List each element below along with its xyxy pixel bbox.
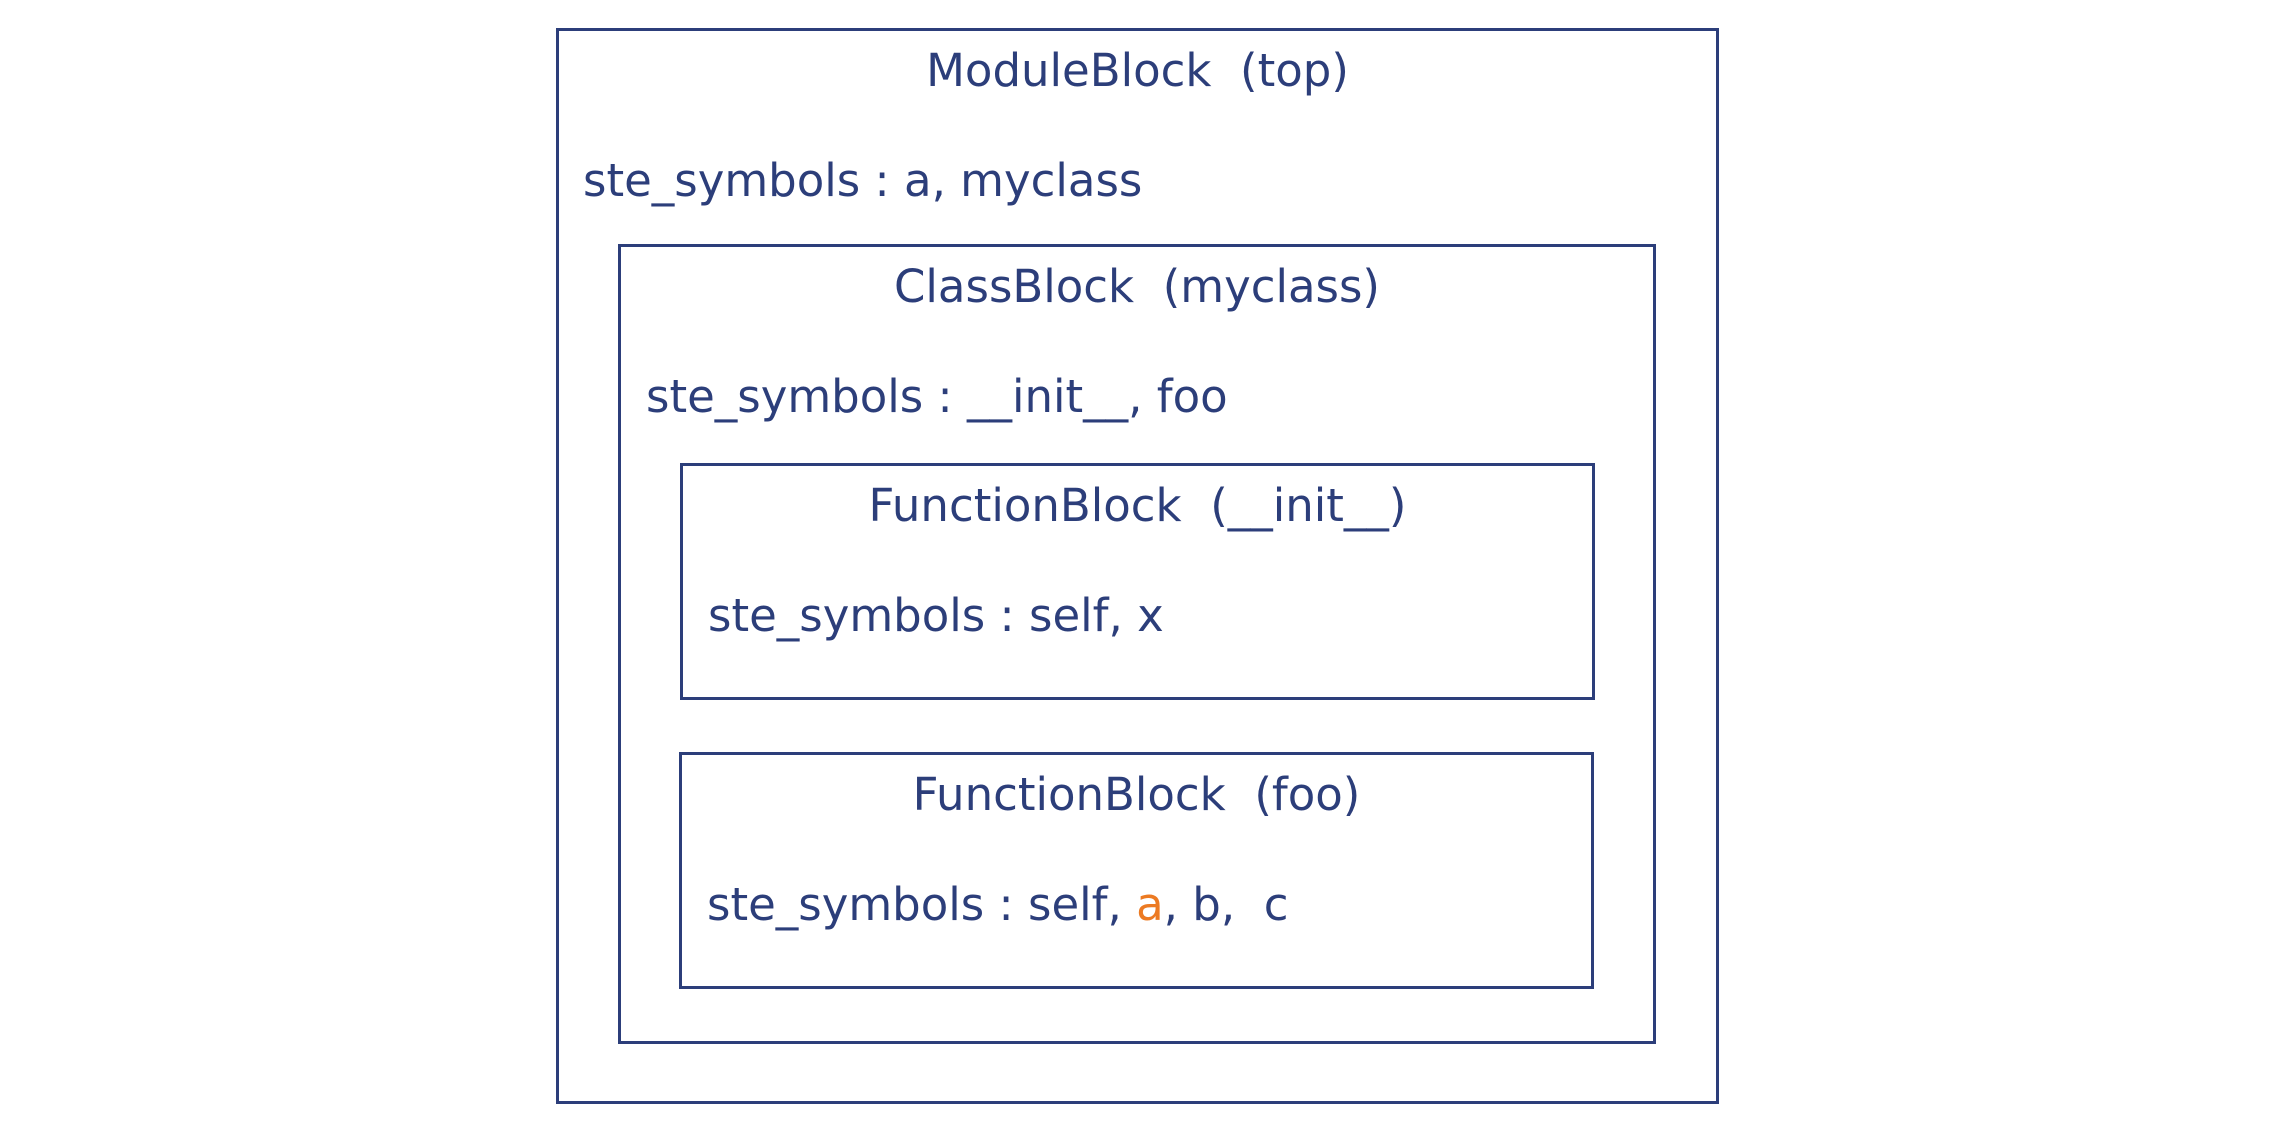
class-block-symbols: ste_symbols : __init__, foo (646, 367, 1228, 427)
function-foo-symbol-highlight: a (1136, 878, 1164, 931)
module-block-symbols: ste_symbols : a, myclass (583, 151, 1142, 211)
function-foo-symbols-after: , b, c (1163, 878, 1289, 931)
class-symbols-label: ste_symbols : (646, 370, 967, 423)
function-init-symbols-label: ste_symbols : (708, 589, 1029, 642)
function-block-init: FunctionBlock (__init__) ste_symbols : s… (680, 463, 1595, 700)
function-block-foo: FunctionBlock (foo) ste_symbols : self, … (679, 752, 1594, 989)
function-foo-symbols: ste_symbols : self, a, b, c (707, 875, 1289, 935)
function-init-title: FunctionBlock (__init__) (868, 479, 1407, 532)
module-symbols-label: ste_symbols : (583, 154, 904, 207)
function-foo-title: FunctionBlock (foo) (912, 768, 1361, 821)
module-symbols-list: a, myclass (904, 154, 1143, 207)
module-block: ModuleBlock (top) ste_symbols : a, mycla… (556, 28, 1719, 1104)
class-symbols-list: __init__, foo (967, 370, 1228, 423)
function-init-symbols-list: self, x (1029, 589, 1164, 642)
class-block-title: ClassBlock (myclass) (894, 260, 1380, 313)
function-init-symbols: ste_symbols : self, x (708, 586, 1164, 646)
class-block: ClassBlock (myclass) ste_symbols : __ini… (618, 244, 1656, 1044)
function-foo-symbols-before: self, (1028, 878, 1137, 931)
module-block-title: ModuleBlock (top) (926, 44, 1349, 97)
function-foo-symbols-label: ste_symbols : (707, 878, 1028, 931)
